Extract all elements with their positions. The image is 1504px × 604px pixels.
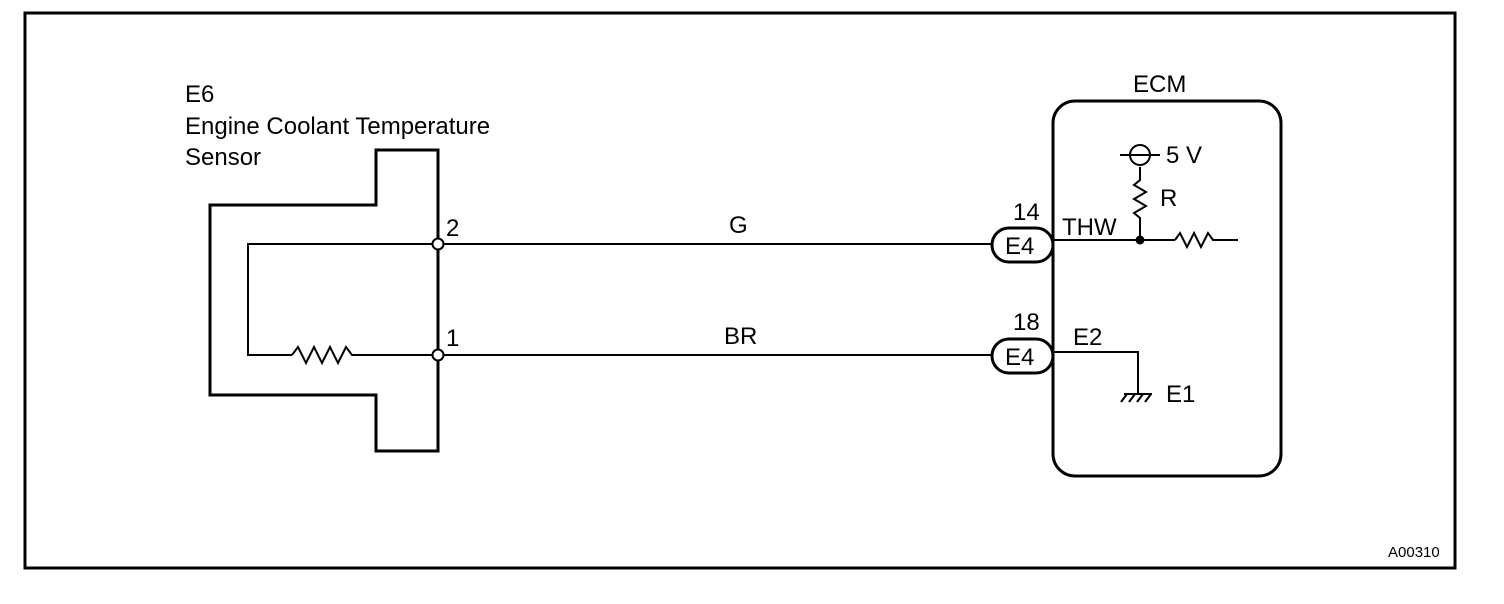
- e2-terminal-label: E2: [1073, 324, 1102, 351]
- ground-symbol-hatch-4: [1144, 393, 1152, 403]
- connector-e4-upper: [990, 226, 1055, 264]
- sensor-internal-wire: [247, 243, 438, 356]
- connector-upper-label: E4: [1005, 233, 1034, 260]
- connector-lower-label: E4: [1005, 344, 1034, 371]
- pullup-resistor-label: R: [1160, 185, 1177, 212]
- sensor-terminal-2: [431, 237, 445, 251]
- sensor-pin-2-label: 2: [446, 215, 459, 242]
- ground-symbol-hatch-2: [1128, 393, 1136, 403]
- e2-ground-line: [1053, 351, 1139, 394]
- wire-br-color-label: BR: [724, 323, 757, 350]
- sensor-code: E6: [185, 81, 214, 108]
- ecm-internal-resistor: [1174, 230, 1238, 250]
- diagram-frame: [23, 11, 1457, 570]
- connector-e4-lower: [990, 337, 1055, 375]
- ecm-title: ECM: [1133, 71, 1186, 98]
- e1-ground-label: E1: [1166, 381, 1195, 408]
- connector-upper-pin: 14: [1013, 199, 1040, 226]
- ecm-box: [1051, 99, 1283, 478]
- thermistor-symbol: [291, 344, 438, 366]
- figure-code: A00310: [1388, 544, 1440, 561]
- sensor-pin-1-label: 1: [446, 325, 459, 352]
- pullup-resistor-symbol: [1132, 167, 1148, 240]
- supply-voltage-label: 5 V: [1166, 142, 1202, 169]
- sensor-name-line1: Engine Coolant Temperature: [185, 113, 490, 140]
- ground-symbol-hatch-3: [1136, 393, 1144, 403]
- wire-g-color-label: G: [729, 212, 748, 239]
- sensor-name-line2: Sensor: [185, 144, 261, 171]
- thw-terminal-label: THW: [1062, 214, 1117, 241]
- connector-lower-pin: 18: [1013, 309, 1040, 336]
- sensor-terminal-1: [431, 348, 445, 362]
- sensor-body: [208, 148, 440, 453]
- ground-symbol-hatch-1: [1120, 393, 1128, 403]
